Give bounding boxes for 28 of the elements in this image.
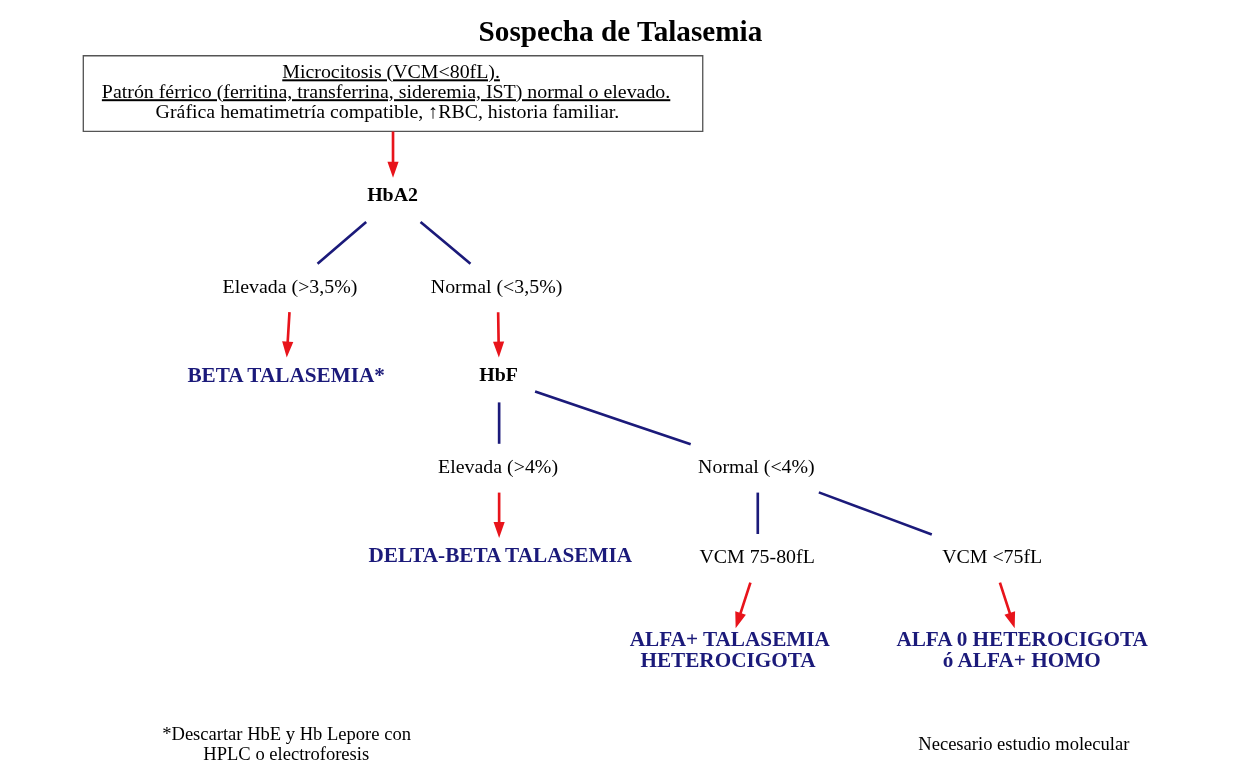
connector: [756, 492, 760, 534]
arrow: [282, 312, 294, 358]
connector: [497, 402, 501, 444]
arrow: [387, 131, 399, 178]
arrow: [493, 492, 505, 538]
node-text: VCM <75fL: [942, 545, 1043, 568]
node-text: ALFA+ TALASEMIA HETEROCIGOTA: [629, 626, 830, 672]
node-text: Elevada (>3,5%): [222, 274, 358, 297]
arrow: [493, 312, 505, 358]
node-text: VCM 75-80fL: [699, 545, 815, 568]
node-box: Microcitosis (VCM<80fL). Patrón férrico (ferritina, transferrina, sideremia, IST) normal o elevado. Gráfica hematimetría compatible, ↑RBC, historia familiar.: [82, 55, 704, 133]
node-text: Normal (<4%): [698, 454, 815, 477]
connector: [316, 221, 368, 265]
arrow: [998, 582, 1016, 629]
node-text: HbA2: [367, 183, 418, 205]
connector: [818, 491, 933, 536]
diagram-title: Sospecha de Talasemia: [478, 14, 763, 47]
label: Necesario estudio molecular: [918, 733, 1130, 755]
node-text: Elevada (>4%): [438, 454, 559, 477]
node-text: HbF: [479, 363, 518, 386]
label: *Descartar HbE y Hb Lepore con HPLC o electroforesis: [162, 723, 411, 765]
connector: [419, 221, 472, 265]
connector: [534, 390, 692, 446]
node-text: ALFA 0 HETEROCIGOTA ó ALFA+ HOMO: [896, 626, 1148, 672]
arrow: [735, 582, 752, 629]
node-text: Normal (<3,5%): [430, 274, 563, 297]
node-text: DELTA-BETA TALASEMIA: [368, 543, 633, 568]
node-text: BETA TALASEMIA*: [187, 362, 385, 387]
